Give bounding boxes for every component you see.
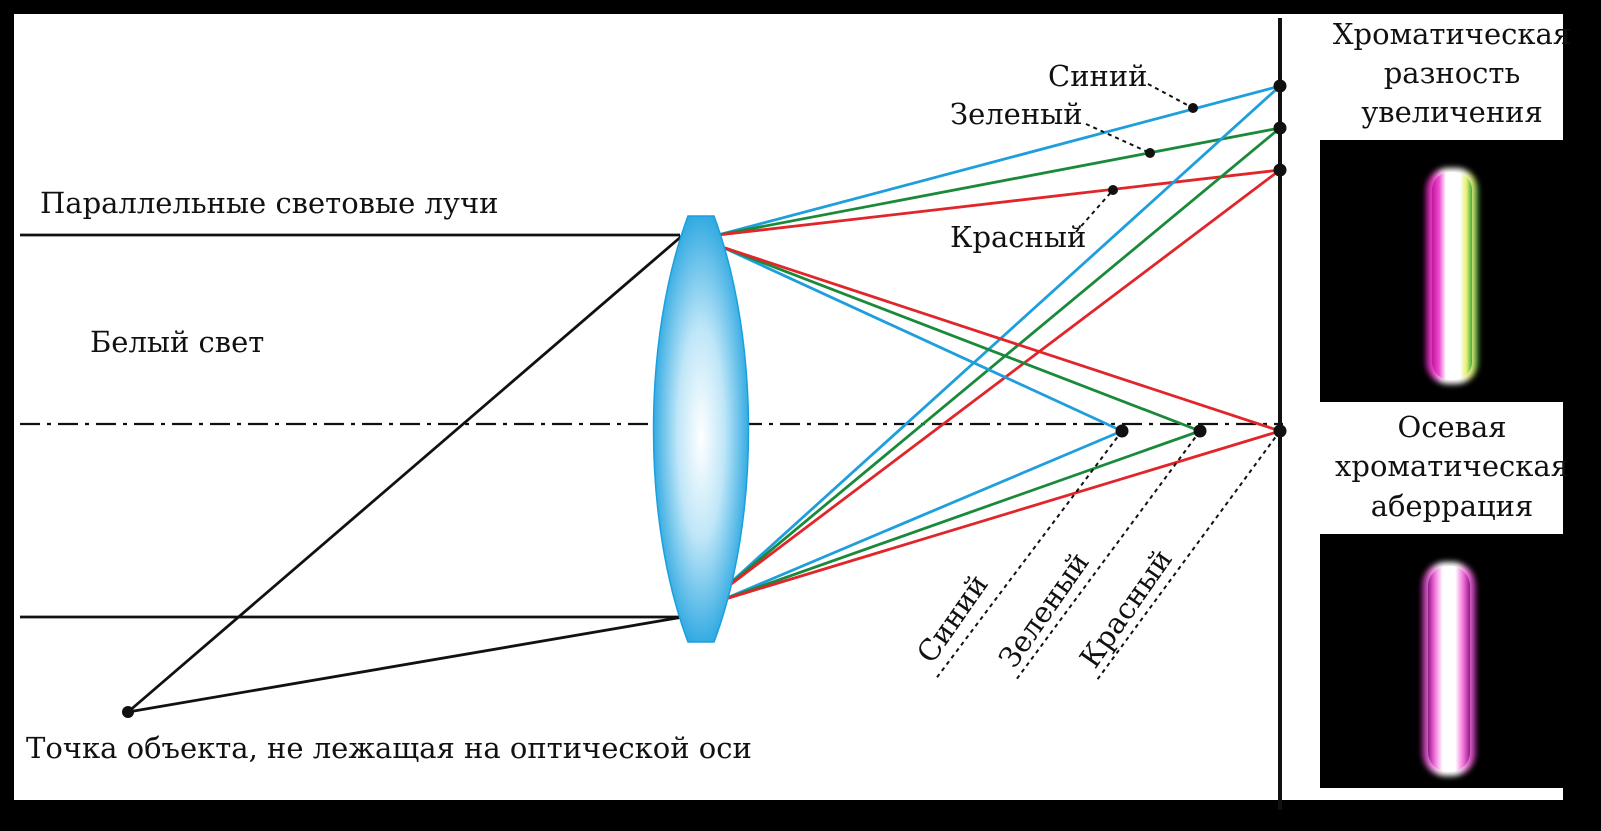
parallel-blue-upper xyxy=(721,245,1123,433)
biconvex-lens xyxy=(652,215,750,643)
parallel-blue-lower xyxy=(721,429,1123,602)
axial-title-line-3: аберрация xyxy=(1371,489,1534,523)
leader-line-focus-blue xyxy=(934,430,1123,681)
parallel-red-lower xyxy=(721,429,1281,602)
label-parallel-rays: Параллельные световые лучи xyxy=(40,186,498,220)
axial-chromatic-inset xyxy=(1320,534,1582,788)
incoming-rays xyxy=(20,233,684,714)
leader-line-top-red xyxy=(1075,189,1114,233)
off-axis-rays xyxy=(717,84,1281,596)
leader-line-top-blue xyxy=(1147,83,1194,109)
leader-line-focus-red xyxy=(1096,430,1281,681)
label-white-light: Белый свет xyxy=(90,325,264,359)
leader-dot-red xyxy=(1108,185,1118,195)
label-object-point: Точка объекта, не лежащая на оптической … xyxy=(26,731,752,765)
label-top-red: Красный xyxy=(950,220,1086,254)
lateral-aberration-title: Хроматическая разность увеличения xyxy=(1333,17,1571,129)
axial-title-line-1: Осевая xyxy=(1397,410,1506,444)
axial-inset-bar xyxy=(1428,566,1470,772)
object-ray-to-bottom xyxy=(127,615,684,714)
lateral-inset-bar xyxy=(1432,172,1472,380)
off-axis-red-bottom xyxy=(717,168,1281,596)
object-point xyxy=(122,706,134,718)
leader-lines xyxy=(934,83,1281,681)
lateral-title-line-1: Хроматическая xyxy=(1333,17,1571,51)
off-axis-green-bottom xyxy=(717,126,1281,596)
axial-title-line-2: хроматическая xyxy=(1335,449,1569,483)
lateral-title-line-2: разность xyxy=(1384,56,1521,90)
label-top-blue: Синий xyxy=(1048,59,1148,93)
parallel-green-lower xyxy=(721,429,1201,602)
image-point-blue xyxy=(1273,79,1287,93)
axial-aberration-title: Осевая хроматическая аберрация xyxy=(1335,410,1569,523)
diagram-background xyxy=(14,14,1563,800)
parallel-colored-rays xyxy=(721,245,1281,602)
leader-line-top-green xyxy=(1085,123,1151,154)
parallel-red-upper xyxy=(721,245,1281,433)
image-point-green xyxy=(1273,121,1287,135)
off-axis-blue-top xyxy=(717,84,1281,237)
label-top-green: Зеленый xyxy=(950,97,1083,131)
object-ray-to-top xyxy=(127,233,684,714)
leader-dot-green xyxy=(1145,148,1155,158)
image-point-red xyxy=(1273,163,1287,177)
lateral-title-line-3: увеличения xyxy=(1361,95,1543,129)
parallel-green-upper xyxy=(721,245,1201,433)
off-axis-green-top xyxy=(717,126,1281,237)
lateral-chromatic-inset xyxy=(1320,140,1582,402)
leader-line-focus-green xyxy=(1015,430,1201,681)
off-axis-red-top xyxy=(717,168,1281,237)
off-axis-blue-bottom xyxy=(717,84,1281,596)
